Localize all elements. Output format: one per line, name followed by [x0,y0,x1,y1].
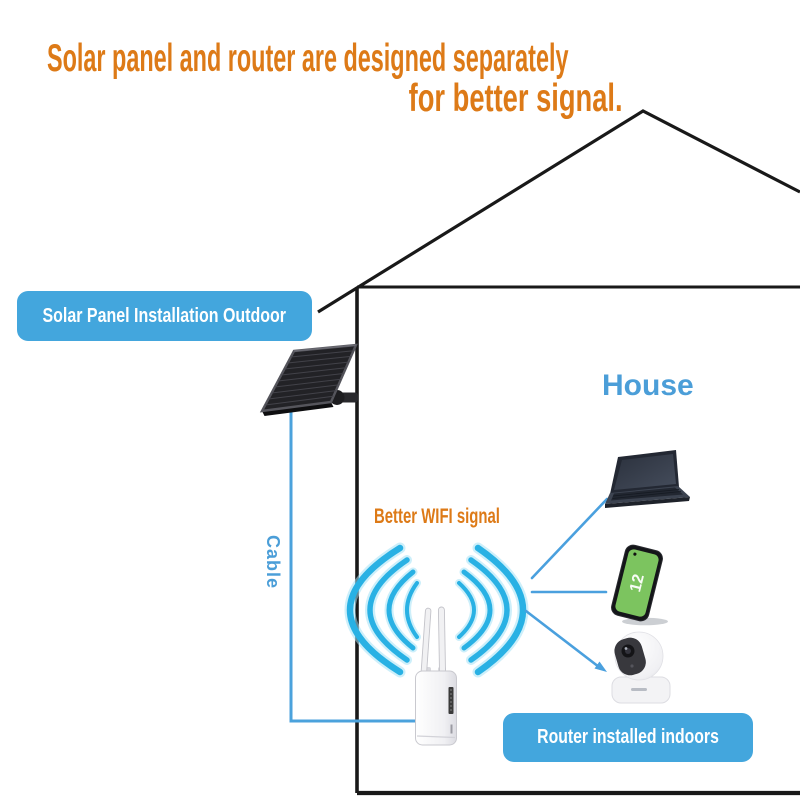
router-label-strip [448,687,454,714]
panel-top-edge [293,344,357,352]
headline-line2: for better signal. [409,77,623,120]
solar-panel-callout-text: Solar Panel Installation Outdoor [42,304,287,327]
connector-camera-line [524,609,601,669]
camera-ir-dot [630,664,634,668]
router-body [415,670,457,746]
phone-screen-number: 12 [627,572,648,593]
router-antenna-left [420,607,432,675]
phone-screen [615,549,659,617]
smartphone-icon: 12 [611,544,668,626]
wifi-router-icon [415,606,457,746]
laptop-icon [605,450,690,508]
security-camera-icon [611,631,671,704]
router-seam [416,735,456,739]
panel-edge [262,402,334,416]
house-outline-icon [317,109,800,796]
laptop-front-edge [605,497,690,508]
router-slot [450,724,453,734]
cable-line [289,407,417,723]
phone-camera-dot [633,552,637,556]
router-callout: Router installed indoors [503,713,753,762]
connector-arrowhead [594,661,607,672]
laptop-screen [614,454,676,490]
house-label: House [602,369,694,402]
solar-panel-callout: Solar Panel Installation Outdoor [17,291,312,341]
panel-cells [265,350,354,406]
router-callout-text: Router installed indoors [537,726,719,748]
camera-logo-mark [631,688,647,691]
camera-lens-glint [624,647,628,650]
connector-laptop-line [530,497,609,580]
solar-panel-icon [259,343,358,416]
wifi-signal-label: Better WIFI signal [374,505,500,528]
router-antenna-right [437,606,446,674]
wifi-waves-icon [344,542,529,678]
cable-label: Cable [263,535,283,590]
headline-line1: Solar panel and router are designed sepa… [47,37,569,80]
roof-line [317,109,800,314]
device-connectors [524,497,609,672]
